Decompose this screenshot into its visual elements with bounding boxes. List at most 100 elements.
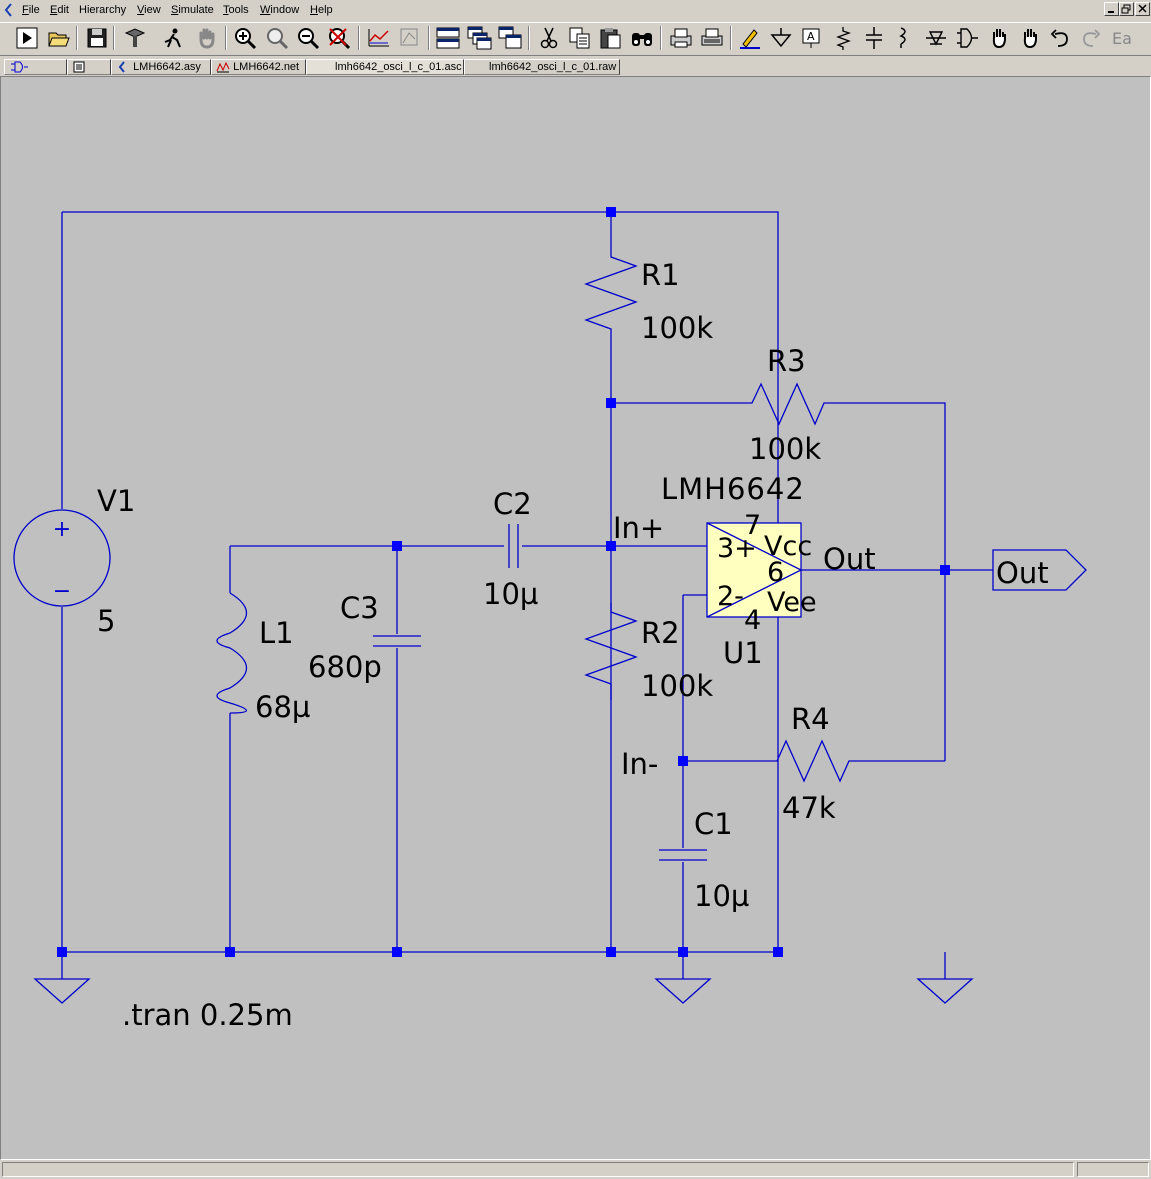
tab-schematic-icon[interactable] <box>4 59 67 75</box>
tab-netlist-icon[interactable] <box>67 59 111 75</box>
ground-symbol <box>916 978 974 1004</box>
c3-name: C3 <box>340 591 379 625</box>
text-button[interactable]: Ea <box>1110 25 1136 51</box>
resistor-r3[interactable]: R3 100k <box>743 344 835 466</box>
menu-tools[interactable]: Tools <box>223 4 249 16</box>
draw-wire-button[interactable] <box>737 25 763 51</box>
component-button[interactable] <box>954 25 980 51</box>
ground-icon <box>770 28 792 48</box>
tab-lmh6642-net[interactable]: LMH6642.net <box>211 59 306 75</box>
print-preview-icon <box>701 28 723 46</box>
restore-button[interactable] <box>1119 2 1134 16</box>
tile-horizontal-button[interactable] <box>435 25 461 51</box>
menu-hierarchy[interactable]: Hierarchy <box>79 4 127 16</box>
c1-name: C1 <box>694 807 733 841</box>
ground-symbol <box>33 978 91 1004</box>
voltage-source-v1[interactable]: + − V1 5 <box>13 484 135 638</box>
inductor-l1[interactable]: L1 68µ <box>216 592 310 724</box>
r4-value: 47k <box>782 791 836 825</box>
open-button[interactable] <box>46 25 72 51</box>
diode-button[interactable] <box>923 25 949 51</box>
output-port[interactable]: Out <box>992 549 1087 591</box>
run-button[interactable] <box>14 25 40 51</box>
zoom-out-button[interactable] <box>295 25 321 51</box>
inductor-coil <box>216 592 248 714</box>
undo-button[interactable] <box>1047 25 1073 51</box>
resistor-r2[interactable]: R2 100k <box>584 603 713 703</box>
print-button[interactable] <box>668 25 694 51</box>
pan-hand-icon <box>199 28 215 49</box>
capacitor-c3[interactable]: C3 680p <box>308 591 421 684</box>
capacitor-c2[interactable]: C2 10µ <box>483 487 538 611</box>
junction-dot <box>773 947 783 957</box>
menu-window[interactable]: Window <box>260 4 300 16</box>
capacitor-c1[interactable]: C1 10µ <box>659 807 749 913</box>
copy-button[interactable] <box>567 25 593 51</box>
halt-button[interactable] <box>160 25 186 51</box>
resistor-r4[interactable]: R4 47k <box>768 702 860 825</box>
schematic-canvas[interactable]: + − V1 5 R1 100k R3 100k R2 100k R4 47k … <box>0 76 1151 1160</box>
save-button[interactable] <box>84 25 110 51</box>
cut-icon <box>540 27 558 49</box>
document-tabs: LMH6642.asy LMH6642.net lmh6642_osci_l_c… <box>0 58 1151 76</box>
toolbar: A Ea <box>0 22 1151 56</box>
l1-value: 68µ <box>255 690 310 724</box>
schematic-drawing[interactable]: + − V1 5 R1 100k R3 100k R2 100k R4 47k … <box>1 77 1150 1159</box>
minimize-button[interactable] <box>1104 2 1119 16</box>
u1-model: LMH6642 <box>661 472 805 506</box>
netlist-tab-icon <box>73 61 85 73</box>
zoom-fit-button[interactable] <box>326 25 352 51</box>
plot-settings-button[interactable] <box>397 25 423 51</box>
resistor-r1[interactable]: R1 100k <box>584 248 713 345</box>
close-icon <box>1138 4 1147 13</box>
autorange-button[interactable] <box>366 25 392 51</box>
paste-button[interactable] <box>598 25 624 51</box>
tab-lmh6642-osci-asc[interactable]: lmh6642_osci_l_c_01.asc <box>306 59 464 75</box>
resistor-zigzag <box>768 739 860 783</box>
menu-edit[interactable]: Edit <box>50 4 69 16</box>
close-button[interactable] <box>1135 2 1150 16</box>
resistor-zigzag <box>743 382 835 426</box>
minimize-icon <box>1108 11 1114 13</box>
pan-button[interactable] <box>194 25 220 51</box>
capacitor-button[interactable] <box>861 25 887 51</box>
opamp-body <box>706 522 802 618</box>
menu-file[interactable]: File <box>22 4 40 16</box>
ground-button[interactable] <box>768 25 794 51</box>
cut-button[interactable] <box>536 25 562 51</box>
u1-pin7: 7 <box>744 510 761 541</box>
svg-text:A: A <box>807 30 815 43</box>
zoom-area-button[interactable] <box>264 25 290 51</box>
tile-horizontal-icon <box>436 27 460 49</box>
tab-label: lmh6642_osci_l_c_01.asc <box>335 61 462 73</box>
print-preview-button[interactable] <box>699 25 725 51</box>
label-net-icon: A <box>802 28 820 48</box>
find-button[interactable] <box>629 25 655 51</box>
menu-help[interactable]: Help <box>310 4 333 16</box>
menu-view[interactable]: View <box>137 4 161 16</box>
redo-button[interactable] <box>1078 25 1104 51</box>
label-net-button[interactable]: A <box>798 25 824 51</box>
control-panel-button[interactable] <box>122 25 148 51</box>
v1-plus-sign: + <box>53 517 71 542</box>
component-icon <box>957 28 978 48</box>
menu-simulate[interactable]: Simulate <box>171 4 214 16</box>
drag-button[interactable] <box>1017 25 1043 51</box>
status-pane-right <box>1077 1162 1149 1177</box>
opamp-u1[interactable]: LMH6642 7 Vcc 3+ 6 2- Vee 4 U1 <box>661 472 817 670</box>
r2-value: 100k <box>641 669 713 703</box>
tab-lmh6642-asy[interactable]: LMH6642.asy <box>111 59 211 75</box>
u1-pin3: 3+ <box>717 533 757 564</box>
cascade-button[interactable] <box>466 25 492 51</box>
tile-vertical-button[interactable] <box>497 25 523 51</box>
zoom-in-button[interactable] <box>232 25 258 51</box>
resistor-button[interactable] <box>830 25 856 51</box>
restore-icon <box>1121 4 1131 14</box>
spice-directive[interactable]: .tran 0.25m <box>122 998 293 1032</box>
u1-vee-label: Vee <box>767 587 817 618</box>
tab-lmh6642-osci-raw[interactable]: lmh6642_osci_l_c_01.raw <box>464 59 620 75</box>
v1-name: V1 <box>97 484 135 518</box>
move-button[interactable] <box>986 25 1012 51</box>
inductor-button[interactable] <box>892 25 918 51</box>
control-panel-icon <box>124 28 146 47</box>
